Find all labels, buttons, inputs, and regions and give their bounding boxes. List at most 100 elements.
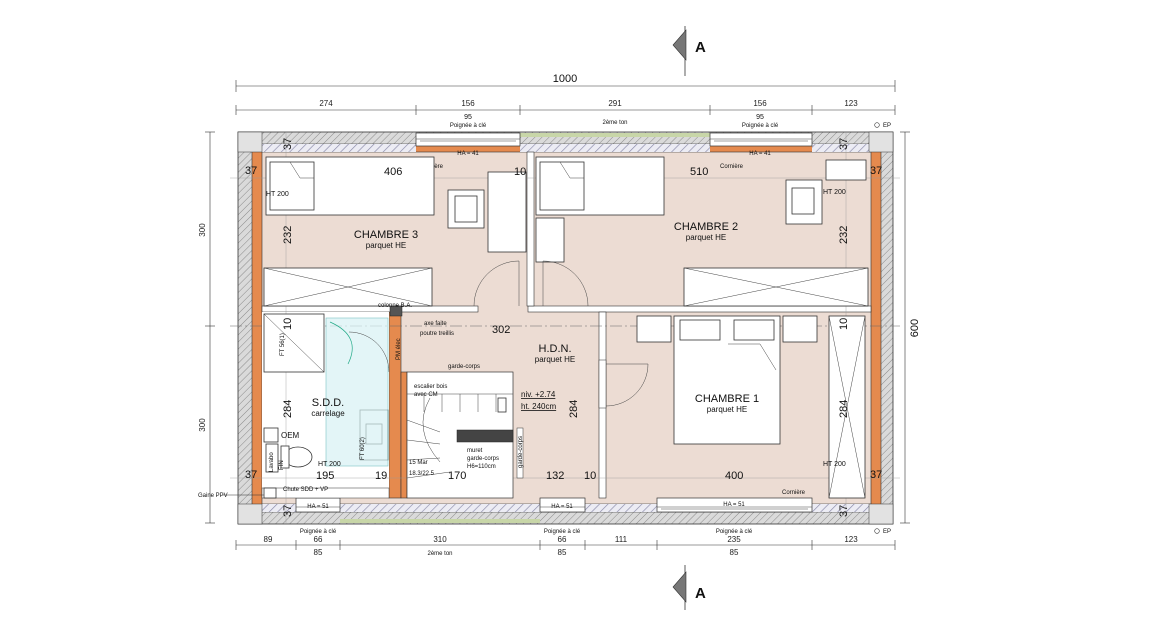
label-ha41-left: HA = 41 [457,151,479,157]
dim-left-300b: 300 [198,418,207,432]
dim-284-stair: 284 [568,400,580,418]
label-pm-elec: PM élec [396,338,402,360]
dim-406: 406 [384,166,402,178]
dim-10-bottom: 10 [584,470,596,482]
dim-left-300a: 300 [198,223,207,237]
room-chambre1-floor: parquet HE [707,405,747,414]
dim-10-top: 10 [514,166,526,178]
dim-bottom-85c: 85 [730,548,739,557]
furniture-chambre1 [636,315,866,499]
dim-19: 19 [375,470,387,482]
label-garde-corps-vertical: garde-corps [518,436,524,468]
label-corniere-right: Cornière [720,164,744,170]
dim-bottom-66a: 66 [314,535,323,544]
dim-bottom-123: 123 [844,535,858,544]
room-sdd-name: S.D.D. [312,397,344,409]
room-chambre3-name: CHAMBRE 3 [354,229,418,241]
overall-depth-label: 600 [909,319,921,337]
dim-132: 132 [546,470,564,482]
dim-510: 510 [690,166,708,178]
section-label-bottom: A [695,585,706,602]
label-axe-faite: axe faite [424,321,447,327]
label-ht200-c3: HT 200 [266,191,289,198]
label-niv: niv. +2.74 [521,390,556,399]
furniture-sdd [263,313,389,499]
label-stair-dims: 18.3/22.5 [409,471,435,477]
section-label-top: A [695,39,706,56]
dim-bottom-310: 310 [433,535,447,544]
label-poignee-top-right: Poignée à clé [742,123,779,129]
label-escalier: escalier bois [414,384,447,390]
window-top-left [415,132,521,147]
label-poignee-bottom-right: Poignée à clé [716,529,753,535]
label-ht200-c1: HT 200 [823,461,846,468]
dimension-overall-depth: 600 [900,131,921,524]
label-ha41-right: HA = 41 [749,151,771,157]
label-ep-top: EP [883,123,891,129]
dim-232-left: 232 [282,226,294,244]
dim-170: 170 [448,470,466,482]
room-chambre2-name: CHAMBRE 2 [674,221,738,233]
label-ha51-mid: HA = 51 [551,504,573,510]
dim-10-sdd: 10 [282,318,294,330]
label-avec-cm: avec CM [414,392,438,398]
dim-37-e: 37 [282,138,294,150]
dim-bottom-89: 89 [264,535,273,544]
label-poignee-bottom-left: Poignée à clé [300,529,337,535]
dim-284-sdd: 284 [282,400,294,418]
dim-bottom-66b: 66 [558,535,567,544]
label-ha51-left: HA = 51 [307,504,329,510]
label-ft1: FT 56(1) [280,333,286,356]
room-chambre2-floor: parquet HE [686,233,726,242]
label-poignee-bottom-mid: Poignée à clé [544,529,581,535]
label-2eme-ton-top: 2ème ton [602,120,627,126]
label-corniere-bottom: Cornière [782,490,806,496]
dim-10-c1: 10 [838,318,850,330]
dim-232-right: 232 [838,226,850,244]
dim-195: 195 [316,470,334,482]
dim-bottom-85a: 85 [314,548,323,557]
label-2eme-ton-bottom: 2ème ton [427,551,452,557]
dimension-top-chain: 274 156 291 156 123 [235,99,896,115]
interior-dimensions: 37 37 37 37 37 37 37 37 406 10 510 195 1… [245,138,882,517]
label-ep-bottom: EP [883,529,891,535]
dim-top-156b: 156 [753,99,767,108]
dim-37-g: 37 [282,505,294,517]
window-bottom-left [295,497,341,513]
dimension-overall-width: 1000 [235,73,896,92]
label-gaine-ppv: Gaine PPV [198,493,228,499]
dim-top-123: 123 [844,99,858,108]
dim-top-156a: 156 [461,99,475,108]
overall-width-label: 1000 [553,73,577,85]
window-bottom-mid [539,497,586,513]
dim-37-c: 37 [245,469,257,481]
room-chambre3-floor: parquet HE [366,241,406,250]
label-muret-h: H6=110cm [467,464,496,470]
label-colonne: colonne B.A. [378,303,412,309]
label-ht240: ht. 240cm [521,402,556,411]
window-bottom-right [656,497,813,513]
label-lavabo: Lavabo [269,452,275,472]
label-muret-gc: garde-corps [467,456,499,462]
dim-window-95b: 95 [756,114,764,121]
dim-bottom-235: 235 [727,535,741,544]
dimension-top-windows: 95 95 Poignée à clé 2ème ton Poignée à c… [450,114,891,129]
dim-37-a: 37 [245,165,257,177]
room-sdd-floor: carrelage [311,409,345,418]
dimension-bottom-chain: 89 66 310 66 111 235 123 85 85 85 2ème t… [235,528,896,557]
section-marker-bottom: A [672,565,706,610]
dim-bottom-111: 111 [615,535,628,544]
label-fin: FIN [279,460,285,470]
dim-37-h: 37 [838,505,850,517]
stairs [406,371,524,499]
dim-37-b: 37 [870,165,882,177]
furniture-chambre3 [263,156,527,307]
section-marker-top: A [672,26,706,76]
room-chambre1-name: CHAMBRE 1 [695,393,759,405]
label-poignee-top-left: Poignée à clé [450,123,487,129]
label-chute: Chute SDD + VP [283,487,328,493]
dimension-left-chain: 300 300 [198,131,215,524]
dim-302: 302 [492,324,510,336]
dim-bottom-85b: 85 [558,548,567,557]
dim-37-d: 37 [870,469,882,481]
